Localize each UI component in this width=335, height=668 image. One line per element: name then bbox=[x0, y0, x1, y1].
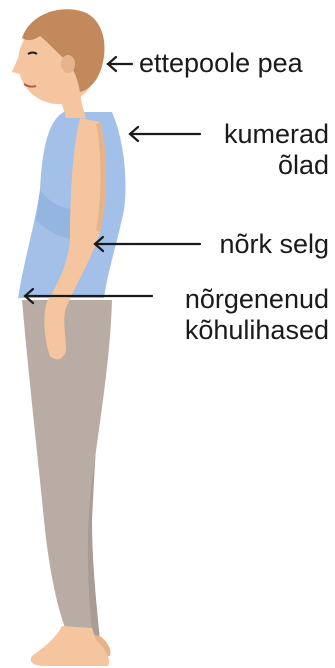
front-leg bbox=[22, 300, 112, 632]
label-rounded-shoulders: kumerad õlad bbox=[224, 119, 329, 181]
label-weak-abs-line1: nõrgenenud bbox=[185, 284, 329, 315]
label-weak-abs: nõrgenenud kõhulihased bbox=[185, 284, 329, 346]
label-forward-head: ettepoole pea bbox=[139, 48, 303, 79]
label-rounded-shoulders-line2: õlad bbox=[224, 150, 329, 181]
label-weak-abs-line2: kõhulihased bbox=[185, 315, 329, 346]
label-rounded-shoulders-line1: kumerad bbox=[224, 119, 329, 150]
ear bbox=[61, 55, 75, 73]
label-weak-back: nõrk selg bbox=[219, 229, 329, 260]
arrow-head bbox=[108, 57, 132, 71]
arrow-shoulders bbox=[130, 127, 200, 141]
